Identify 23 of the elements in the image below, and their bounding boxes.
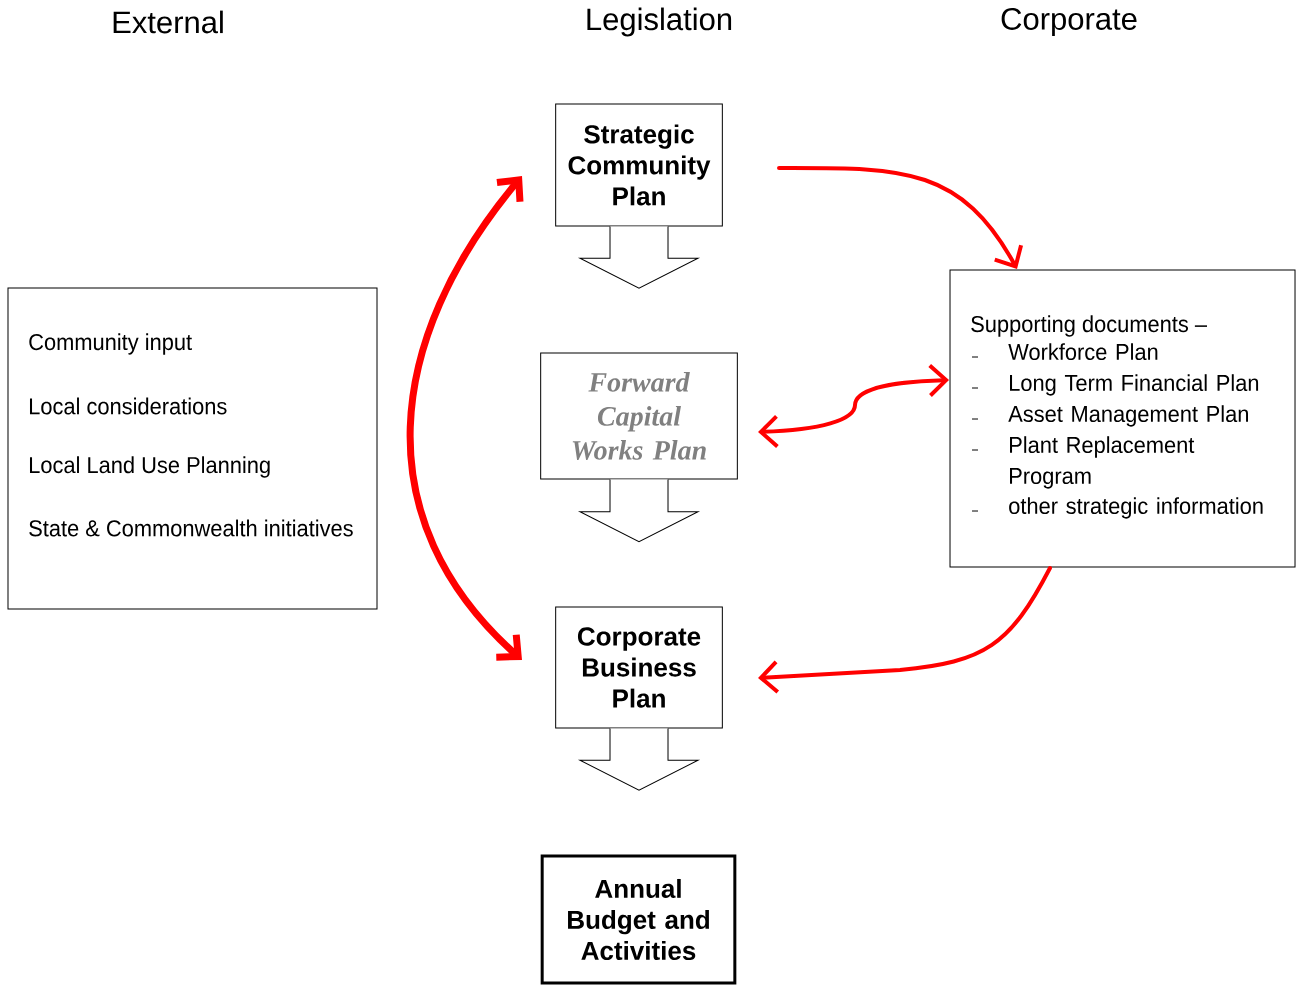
list-item: Long Term Financial Plan [1010, 374, 1259, 396]
curved-arrow [758, 364, 949, 448]
list-item: other strategic information [1009, 497, 1263, 519]
plan-box: Strategic Community Plan [555, 103, 723, 227]
column-heading: External [113, 10, 223, 34]
plan-box: Forward Capital Works Plan [540, 352, 738, 480]
column-heading: Corporate [1001, 7, 1137, 37]
block-arrow [579, 728, 699, 791]
list-item: Community input [29, 333, 192, 355]
list-item: Local considerations [30, 397, 227, 415]
list-item: Workforce Plan [1008, 343, 1158, 361]
block-arrow [579, 479, 699, 543]
curved-arrow [406, 176, 524, 661]
block-arrow [579, 226, 699, 289]
list-item: Asset Management Plan [1008, 405, 1248, 427]
list-item: State & Commonwealth initiatives [29, 519, 353, 537]
column-heading: Legislation [587, 7, 732, 37]
list-item: Local Land Use Planning [30, 456, 270, 478]
curved-arrow [758, 566, 1052, 694]
budget-box: Annual Budget and Activities [540, 854, 737, 985]
list-heading: Supporting documents – [971, 315, 1207, 337]
plan-box: Corporate Business Plan [555, 606, 723, 729]
curved-arrow [777, 166, 1023, 269]
